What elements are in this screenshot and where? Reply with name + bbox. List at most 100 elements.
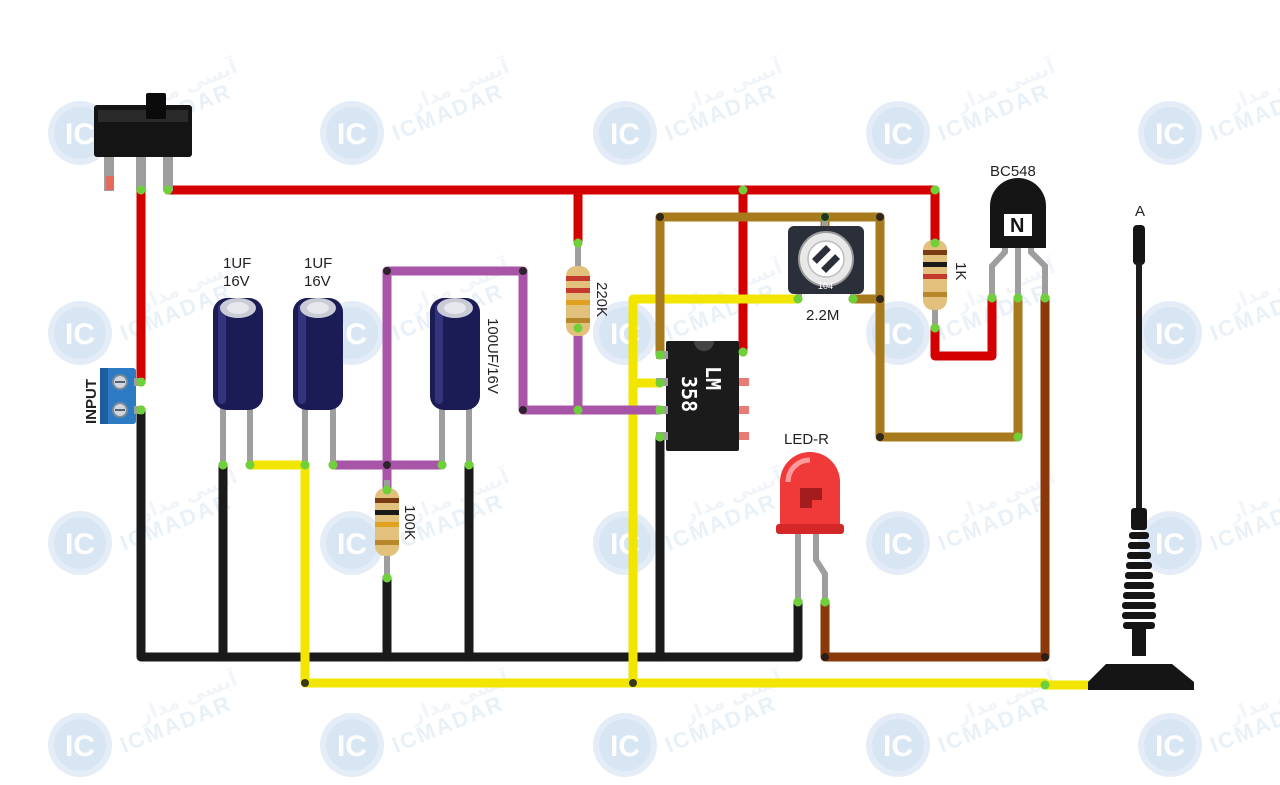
red-wire-1k-to-base bbox=[930, 293, 997, 361]
cap1-voltage-label: 16V bbox=[223, 273, 250, 290]
capacitor-1uf-a[interactable] bbox=[213, 298, 263, 465]
junction-node bbox=[573, 238, 583, 248]
junction-node bbox=[300, 460, 310, 470]
wire-joint bbox=[519, 267, 527, 275]
junction-node bbox=[655, 405, 665, 415]
junction-node bbox=[163, 185, 173, 195]
yellow-wires bbox=[245, 294, 1097, 690]
resistor-220k[interactable] bbox=[566, 243, 590, 336]
r220k-label: 220K bbox=[593, 282, 610, 317]
watermark-logo-text: IC bbox=[65, 730, 95, 763]
junction-node bbox=[328, 460, 338, 470]
ic-lm358[interactable] bbox=[656, 341, 749, 451]
input-terminal-label: INPUT bbox=[83, 379, 100, 424]
wire-joint bbox=[137, 653, 145, 661]
ic-label-line2: 358 bbox=[677, 376, 701, 412]
watermark-logo-text: IC bbox=[883, 730, 913, 763]
watermark-logo-text: IC bbox=[1155, 318, 1185, 351]
brown-wire-led-to-emitter bbox=[820, 293, 1050, 662]
junction-node bbox=[655, 432, 665, 442]
junction-node bbox=[464, 460, 474, 470]
wire-joint bbox=[794, 653, 802, 661]
cap1-value-label: 1UF bbox=[223, 255, 251, 272]
olive-wire-ic-pin7 bbox=[655, 212, 885, 360]
pot-label: 2.2M bbox=[806, 307, 839, 324]
junction-node bbox=[136, 377, 146, 387]
antenna-spring bbox=[1122, 532, 1156, 629]
junction-node bbox=[1040, 680, 1050, 690]
junction-node bbox=[655, 350, 665, 360]
junction-node bbox=[1040, 293, 1050, 303]
brown-wires bbox=[820, 293, 1050, 662]
junction-node bbox=[437, 460, 447, 470]
pot-code-label: 104 bbox=[818, 281, 833, 291]
watermark-logo-text: IC bbox=[1155, 528, 1185, 561]
junction-node bbox=[930, 323, 940, 333]
watermark-logo-text: IC bbox=[65, 318, 95, 351]
resistor-1k[interactable] bbox=[923, 240, 947, 328]
junction-node bbox=[218, 460, 228, 470]
watermark-logo-text: IC bbox=[1155, 118, 1185, 151]
watermark-logo-text: IC bbox=[337, 730, 367, 763]
watermark-logo-text: IC bbox=[65, 118, 95, 151]
wire-joint bbox=[656, 213, 664, 221]
junction-node bbox=[820, 597, 830, 607]
junction-node bbox=[738, 185, 748, 195]
red-led[interactable] bbox=[776, 452, 844, 602]
cap2-value-label: 1UF bbox=[304, 255, 332, 272]
junction-node bbox=[987, 293, 997, 303]
wire-joint bbox=[465, 653, 473, 661]
watermark-logo-text: IC bbox=[883, 528, 913, 561]
transistor-bc548[interactable] bbox=[989, 178, 1048, 298]
cap3-label: 100UF/16V bbox=[484, 318, 501, 394]
resistor-100k[interactable] bbox=[375, 480, 399, 580]
wire-joint bbox=[383, 653, 391, 661]
capacitor-1uf-b[interactable] bbox=[293, 298, 343, 465]
junction-node bbox=[245, 460, 255, 470]
wire-joint bbox=[519, 406, 527, 414]
wire-joint bbox=[629, 679, 637, 687]
trimmer-potentiometer[interactable] bbox=[788, 218, 864, 300]
wire-layer bbox=[136, 185, 1097, 690]
junction-node bbox=[930, 238, 940, 248]
junction-node bbox=[655, 378, 665, 388]
junction-node bbox=[793, 597, 803, 607]
wire-joint bbox=[876, 433, 884, 441]
watermark-logo-text: IC bbox=[610, 118, 640, 151]
antenna-label: A bbox=[1135, 203, 1145, 220]
r1k-label: 1K bbox=[952, 262, 969, 280]
capacitor-100uf[interactable] bbox=[430, 298, 480, 465]
input-terminal[interactable] bbox=[100, 368, 144, 424]
slide-switch[interactable] bbox=[94, 93, 192, 191]
yellow-wire-ic-to-pot bbox=[628, 294, 803, 388]
ic-label-line1: LM bbox=[701, 366, 725, 390]
wire-joint bbox=[383, 461, 391, 469]
wire-joint bbox=[876, 213, 884, 221]
junction-node bbox=[930, 185, 940, 195]
junction-node bbox=[382, 485, 392, 495]
transistor-label: BC548 bbox=[990, 163, 1036, 180]
junction-node bbox=[382, 573, 392, 583]
junction-node bbox=[738, 347, 748, 357]
watermark-logo-text: IC bbox=[883, 118, 913, 151]
cap2-voltage-label: 16V bbox=[304, 273, 331, 290]
yellow-wire-cap-link bbox=[245, 460, 1050, 688]
watermark-logo-text: IC bbox=[65, 528, 95, 561]
wire-joint bbox=[656, 653, 664, 661]
watermark-logo-text: IC bbox=[337, 118, 367, 151]
wire-joint bbox=[876, 295, 884, 303]
junction-node bbox=[1013, 432, 1023, 442]
antenna[interactable] bbox=[1088, 225, 1194, 690]
watermark-logo-text: IC bbox=[883, 318, 913, 351]
wire-joint bbox=[821, 653, 829, 661]
